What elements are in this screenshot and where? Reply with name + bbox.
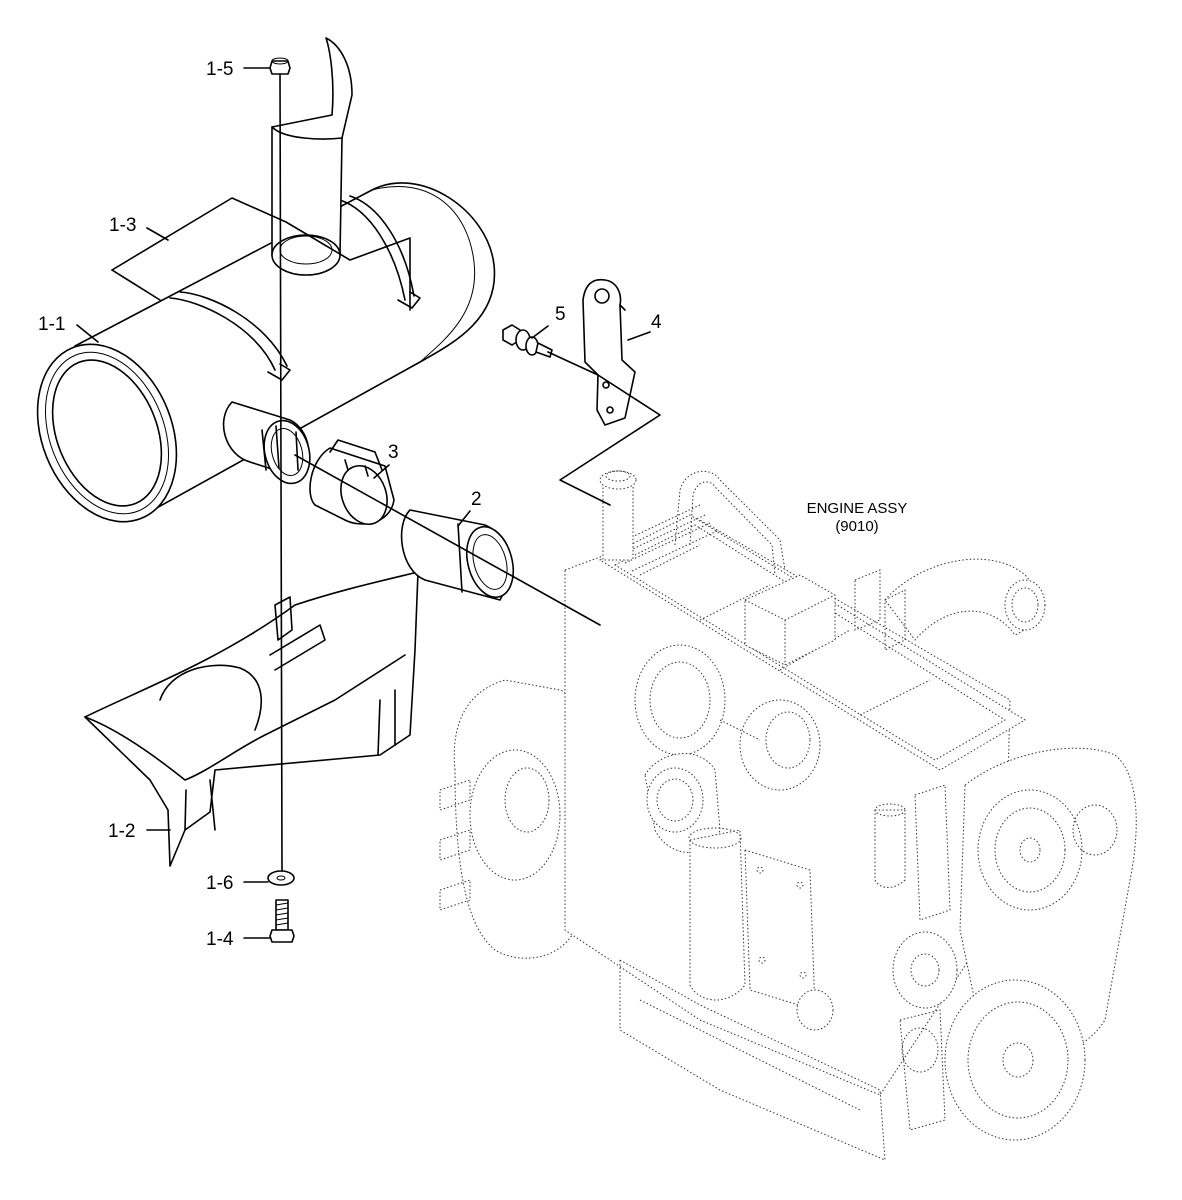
- precleaner-stack: [271, 37, 353, 276]
- tube: [400, 509, 515, 601]
- callout-5: 5: [555, 304, 566, 325]
- assembly-lines: [111, 73, 661, 871]
- callout-1-6: 1-6: [206, 873, 234, 894]
- heat-shield: [84, 571, 419, 867]
- engine-assembly: [439, 470, 1137, 1161]
- hardware: [267, 57, 295, 943]
- callout-1-2: 1-2: [108, 821, 136, 842]
- callout-4: 4: [651, 312, 662, 333]
- bolt-assembly: [502, 324, 553, 358]
- engine-assy-label: ENGINE ASSY (9010): [772, 500, 942, 536]
- air-cleaner-housing: [36, 182, 496, 523]
- engine-assy-name: ENGINE ASSY: [806, 500, 908, 517]
- callout-1-1: 1-1: [38, 314, 66, 335]
- air-cleaner-outlet: [222, 401, 311, 485]
- callout-1-4: 1-4: [206, 929, 234, 950]
- engine-assy-code: (9010): [835, 518, 879, 535]
- mounting-bracket: [582, 278, 636, 426]
- callout-1-3: 1-3: [109, 215, 137, 236]
- callout-1-5: 1-5: [206, 59, 234, 80]
- callout-2: 2: [471, 489, 482, 510]
- callout-3: 3: [388, 442, 399, 463]
- clamp: [309, 439, 395, 525]
- leader-lines: [76, 67, 651, 939]
